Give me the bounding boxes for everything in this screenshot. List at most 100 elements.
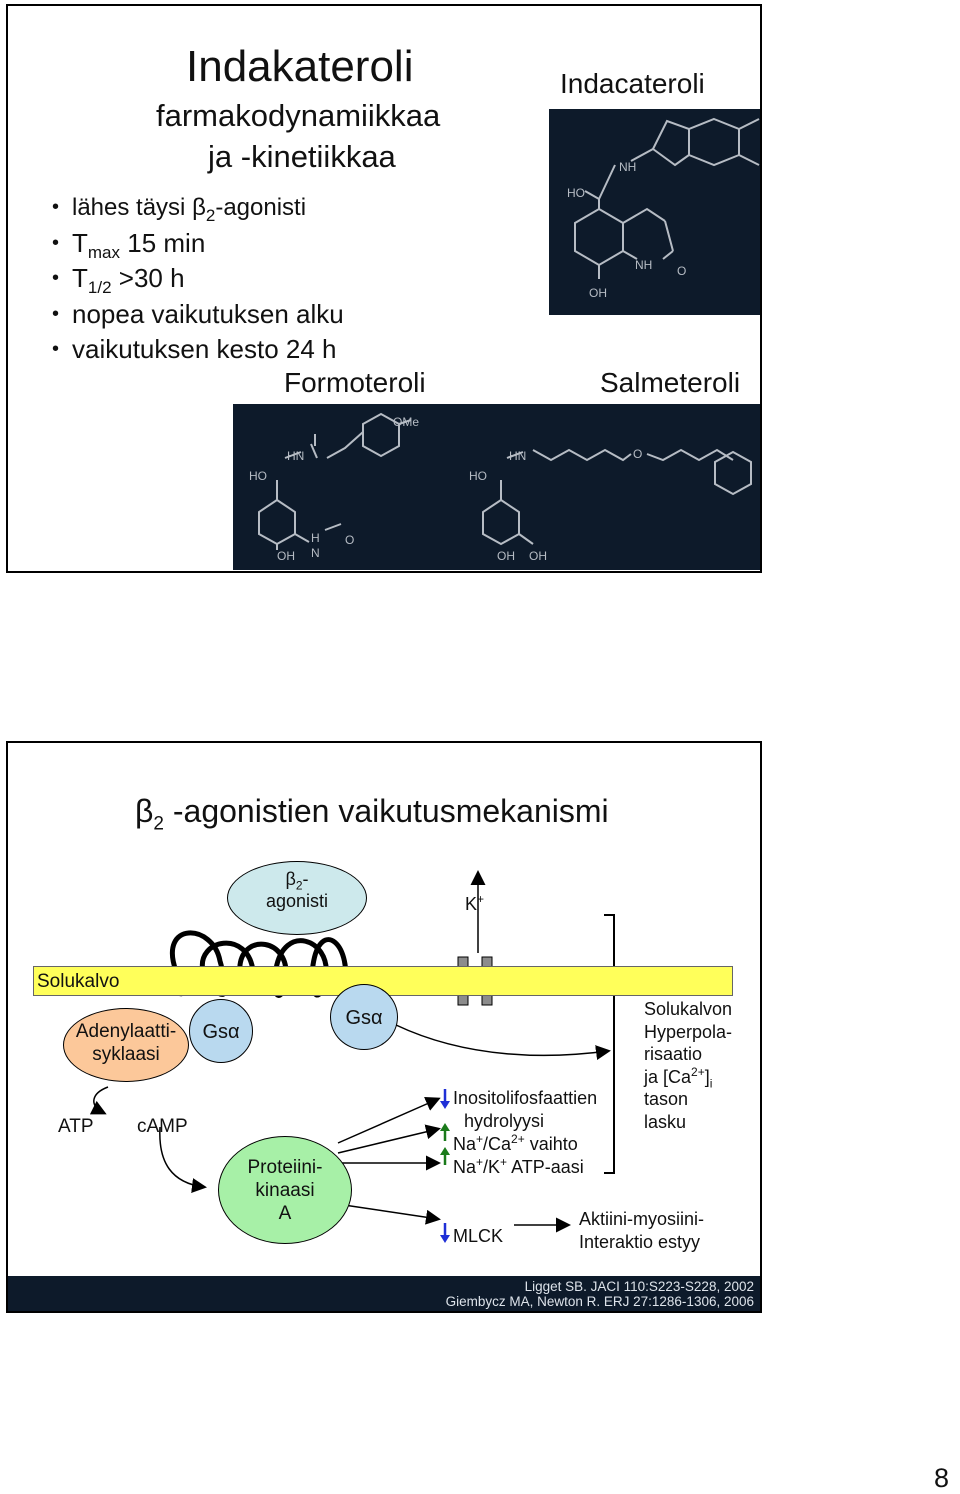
label-formoterol: Formoteroli <box>284 367 426 398</box>
effect-text: tason <box>644 1089 689 1110</box>
indacaterol-structure: HO NH NH O OH <box>549 109 760 315</box>
superscript: 2+ <box>511 1132 525 1146</box>
label-salmeterol: Salmeteroli <box>600 367 741 398</box>
slide-mechanism: β2 -agonistien vaikutusmekanismi <box>6 741 762 1313</box>
chem-atom-ho: HO <box>469 469 487 483</box>
superscript: 2+ <box>691 1064 705 1079</box>
actin-myosin-line2: Interaktio estyy <box>579 1232 701 1252</box>
membrane-label: Solukalvo <box>37 971 120 992</box>
bullet-onset: nopea vaikutuksen alku <box>52 297 344 333</box>
chem-atom-nh: NH <box>619 160 636 174</box>
subscript: max <box>87 242 121 262</box>
camp-label: cAMP <box>137 1116 188 1137</box>
superscript: + <box>476 1155 484 1169</box>
bullet-duration: vaikutuksen kesto 24 h <box>52 332 344 368</box>
formoterol-salmeterol-structures: HO HN OMe OH H N O HO HN O OH OH <box>233 404 760 570</box>
chem-atom-h: H <box>311 531 320 545</box>
chem-atom-hn: HN <box>287 449 304 463</box>
node-text: A <box>278 1203 292 1224</box>
beta-symbol: β <box>285 869 296 889</box>
chem-atom-o: O <box>345 533 354 547</box>
subscript: 2 <box>153 813 164 835</box>
effect-text: Solukalvon <box>644 999 733 1019</box>
superscript: + <box>500 1155 508 1169</box>
citation-1: Ligget SB. JACI 110:S223-S228, 2002 <box>524 1279 754 1294</box>
effect-text: /K <box>483 1157 501 1177</box>
slide-subtitle-line1: farmakodynamiikkaa <box>156 98 441 133</box>
bullet-text: 15 min <box>120 227 206 258</box>
beta2-agonist-node: β2- agonisti <box>227 861 367 935</box>
gs-alpha-node: Gsα <box>330 984 398 1050</box>
page-number: 8 <box>934 1463 950 1493</box>
bullet-text: lähes täysi <box>72 194 193 221</box>
effect-text: Hyperpola- <box>644 1021 733 1042</box>
slide-title: β2 -agonistien vaikutusmekanismi <box>135 793 609 833</box>
bullet-text: T <box>72 227 88 258</box>
ion-text: K <box>465 894 478 914</box>
chem-atom-hn: HN <box>509 449 526 463</box>
slide-title: Indakateroli <box>186 42 414 91</box>
chem-atom-o: O <box>677 264 686 278</box>
label-indacaterol: Indacateroli <box>560 68 705 99</box>
bullet-thalf: T1/2 >30 h <box>52 261 344 297</box>
bullet-agonist: lähes täysi β2-agonisti <box>52 190 344 226</box>
bullet-text: >30 h <box>111 263 185 293</box>
bullet-text: vaikutuksen kesto 24 h <box>72 334 337 364</box>
bullet-text: nopea vaikutuksen alku <box>72 298 344 329</box>
beta-symbol: β <box>192 194 206 221</box>
slide-subtitle-line2: ja -kinetiikkaa <box>208 139 396 174</box>
effect-text: /Ca <box>483 1134 512 1154</box>
bullet-text: -agonisti <box>215 194 307 221</box>
beta-symbol: β <box>135 793 154 829</box>
subscript: i <box>709 1076 713 1091</box>
subscript: 1/2 <box>87 278 112 298</box>
effect-text: ja [Ca <box>644 1066 692 1087</box>
effect-text: Na <box>453 1134 477 1154</box>
node-text: kinaasi <box>255 1180 315 1201</box>
atp-label: ATP <box>58 1116 94 1137</box>
adenylyl-cyclase-node: Adenylaatti- syklaasi <box>63 1008 189 1082</box>
node-text: Adenylaatti- <box>75 1021 177 1042</box>
effect-inositol-line1: Inositolifosfaattien <box>453 1088 598 1108</box>
bullet-list: lähes täysi β2-agonisti Tmax 15 min T1/2… <box>52 190 344 368</box>
citation-bar: Ligget SB. JACI 110:S223-S228, 2002 Giem… <box>8 1276 760 1311</box>
effect-inositol-line2: hydrolyysi <box>464 1111 545 1131</box>
effect-text: risaatio <box>644 1044 703 1065</box>
chem-atom-ho: HO <box>249 469 267 483</box>
superscript: + <box>477 892 485 906</box>
bullet-tmax: Tmax 15 min <box>52 226 344 262</box>
bullet-text: T <box>72 263 88 293</box>
effect-na-k-atpase: Na+/K+ ATP-aasi <box>453 1156 584 1178</box>
chem-atom-oh: OH <box>497 549 515 563</box>
effect-text: lasku <box>644 1111 687 1132</box>
effect-na-ca-exchange: Na+/Ca2+ vaihto <box>453 1133 578 1155</box>
chem-atom-oh: OH <box>529 549 547 563</box>
chem-atom-oh: OH <box>277 549 295 563</box>
actin-myosin-line1: Aktiini-myosiini- <box>579 1209 705 1229</box>
node-text: Proteiini- <box>247 1157 323 1178</box>
gs-alpha-node: Gsα <box>189 999 253 1063</box>
chem-atom-ho: HO <box>567 186 585 200</box>
citation-2: Giembycz MA, Newton R. ERJ 27:1286-1306,… <box>445 1294 754 1309</box>
chem-atom-n: N <box>311 546 320 560</box>
subscript: 2 <box>295 878 303 893</box>
subscript: 2 <box>205 205 216 225</box>
hyperpolarisation-text: Solukalvon Hyperpola- risaatio ja [Ca2+]… <box>644 998 732 1134</box>
slide-indacaterol: Indakateroli farmakodynamiikkaa ja -kine… <box>6 4 762 573</box>
effect-text: Na <box>453 1157 477 1177</box>
superscript: + <box>476 1132 484 1146</box>
node-text: syklaasi <box>92 1044 160 1065</box>
chem-atom-nh: NH <box>635 258 652 272</box>
effect-text: vaihto <box>524 1134 578 1154</box>
effect-text: ] <box>704 1066 710 1087</box>
chem-atom-oh: OH <box>589 286 607 300</box>
mlck-label: MLCK <box>453 1226 504 1246</box>
title-text: -agonistien vaikutusmekanismi <box>163 793 609 829</box>
potassium-label: K+ <box>465 893 484 915</box>
dash: - <box>302 869 309 889</box>
effect-text: ATP-aasi <box>507 1157 584 1177</box>
protein-kinase-a-node: Proteiini- kinaasi A <box>218 1136 352 1244</box>
chem-atom-ome: OMe <box>393 415 419 429</box>
agonist-label: agonisti <box>265 891 329 911</box>
chem-atom-o: O <box>633 447 642 461</box>
